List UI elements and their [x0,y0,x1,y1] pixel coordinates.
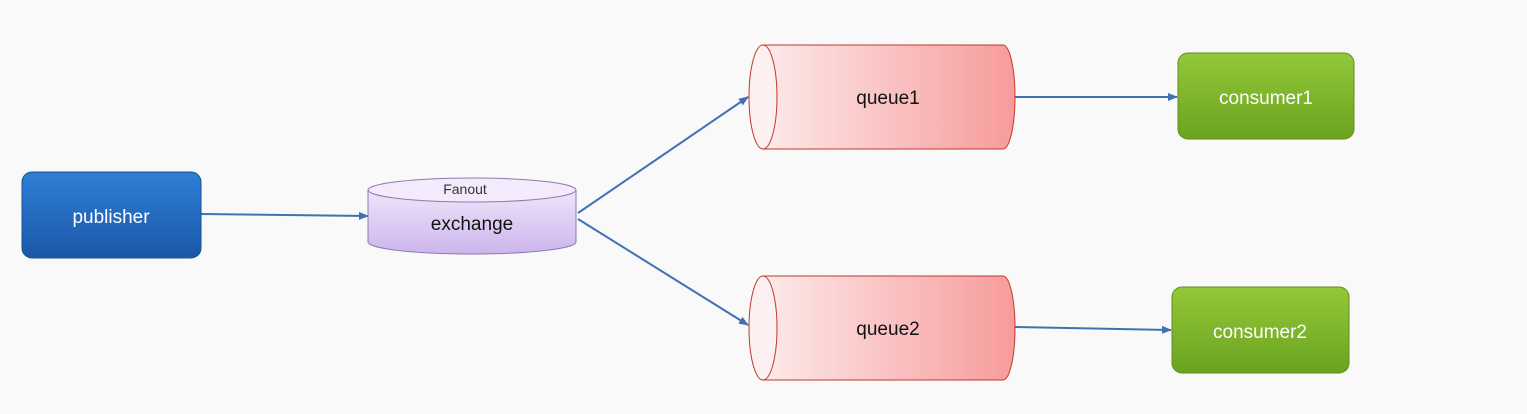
queue1-label: queue1 [856,88,919,109]
exchange-label: exchange [431,214,513,235]
publisher-label: publisher [72,207,150,228]
consumer1-label: consumer1 [1219,88,1313,109]
exchange-type-label: Fanout [443,181,487,197]
edge-queue2-consumer2 [1014,325,1172,334]
edge-exchange-queue2 [577,218,749,326]
edge-exchange-queue1 [577,96,749,214]
queue1-node: queue1 [748,44,1016,150]
consumer2-node: consumer2 [1171,286,1350,374]
edges [200,93,1178,334]
queue2-label: queue2 [856,319,919,340]
queue2-node: queue2 [748,275,1016,381]
consumer1-node: consumer1 [1177,52,1355,140]
consumer2-label: consumer2 [1213,322,1307,343]
publisher-node: publisher [21,171,202,259]
exchange-node: Fanout exchange [367,177,577,255]
edge-publisher-exchange [200,211,369,220]
